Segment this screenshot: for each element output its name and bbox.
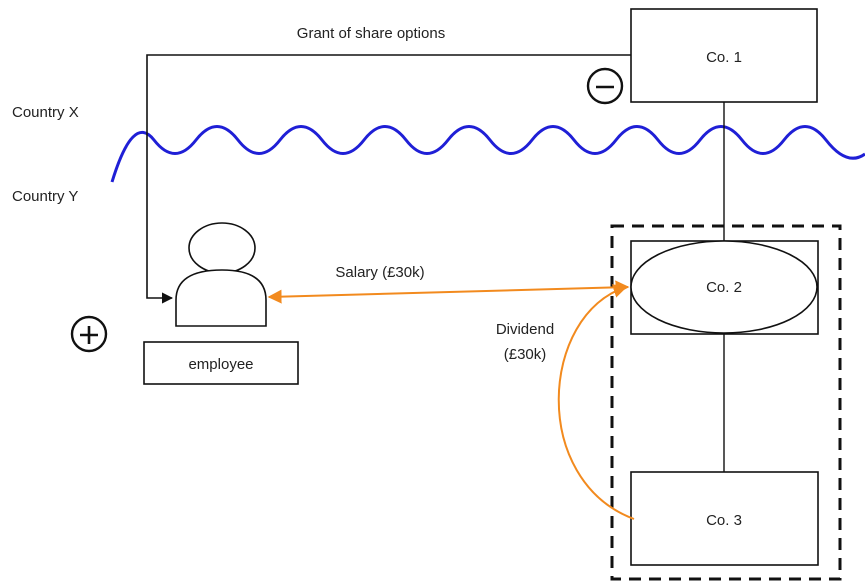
- co2-label: Co. 2: [706, 279, 742, 296]
- salary-label: Salary (£30k): [335, 264, 424, 281]
- co1-box: [630, 8, 818, 103]
- dividend-label-line1: Dividend: [496, 321, 554, 338]
- co1-label: Co. 1: [706, 49, 742, 66]
- country-y-label: Country Y: [12, 188, 78, 205]
- country-x-label: Country X: [12, 104, 79, 121]
- plus-circle-icon: [70, 315, 108, 353]
- country-border-wave: [110, 125, 865, 183]
- co3-box: [630, 471, 819, 566]
- employee-person-icon: [175, 222, 267, 327]
- employee-box: [143, 341, 299, 385]
- co2-ellipse: [630, 240, 818, 334]
- co3-label: Co. 3: [706, 512, 742, 529]
- grant-label: Grant of share options: [297, 25, 445, 42]
- dividend-arrow: [557, 284, 635, 520]
- dividend-label-line2: (£30k): [504, 346, 547, 363]
- grant-connector-line: [146, 54, 631, 304]
- group-boundary: [610, 224, 842, 581]
- minus-circle-icon: [586, 67, 624, 105]
- salary-arrow: [267, 280, 630, 304]
- employee-label: employee: [188, 356, 253, 373]
